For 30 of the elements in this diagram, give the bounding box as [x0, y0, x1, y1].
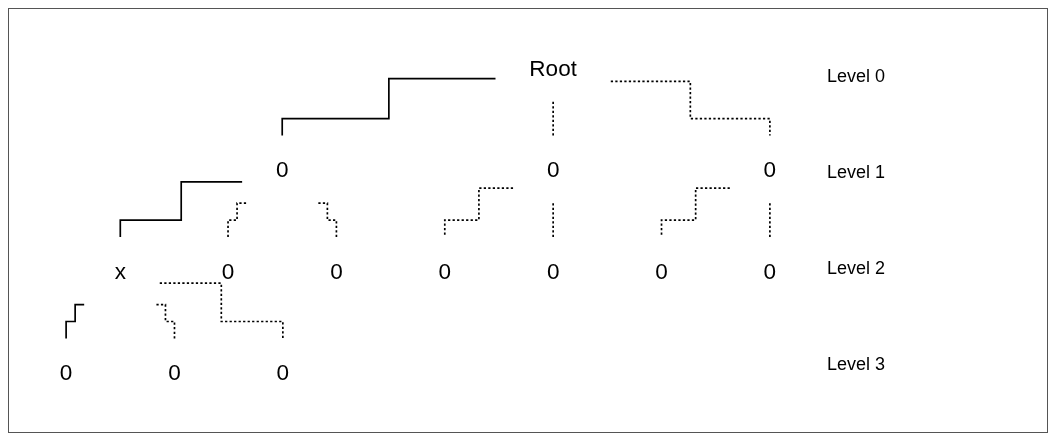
connector — [317, 202, 338, 239]
node-text: 0 — [59, 360, 73, 386]
connector — [119, 181, 243, 239]
node-text: 0 — [330, 258, 343, 284]
connector — [65, 304, 85, 340]
connector — [769, 202, 771, 239]
node-text: 0 — [276, 360, 290, 386]
node-text: 0 — [655, 258, 668, 284]
connector — [281, 78, 497, 137]
node-text: 0 — [546, 157, 560, 183]
connector — [552, 101, 554, 137]
level-label: Level 0 — [827, 66, 887, 88]
node-text: 0 — [438, 258, 452, 284]
node-text: x — [114, 258, 126, 284]
node-text: 0 — [546, 258, 560, 284]
node-text: 0 — [275, 157, 289, 183]
node-text: 0 — [221, 258, 235, 284]
node-text: 0 — [763, 157, 777, 183]
connector — [227, 202, 247, 239]
node-text: 0 — [168, 360, 181, 386]
node-text: 0 — [763, 258, 777, 284]
level-label: Level 3 — [827, 353, 887, 375]
node-text: Root — [529, 55, 577, 81]
connector — [158, 282, 284, 340]
connector — [609, 80, 771, 137]
connector — [552, 202, 554, 239]
connector — [155, 304, 176, 340]
tree-diagram: Root 0 0 0 x 0 0 0 0 0 0 0 0 0 — [17, 25, 819, 416]
level-label: Level 1 — [827, 162, 887, 184]
level-label: Level 2 — [827, 257, 887, 279]
